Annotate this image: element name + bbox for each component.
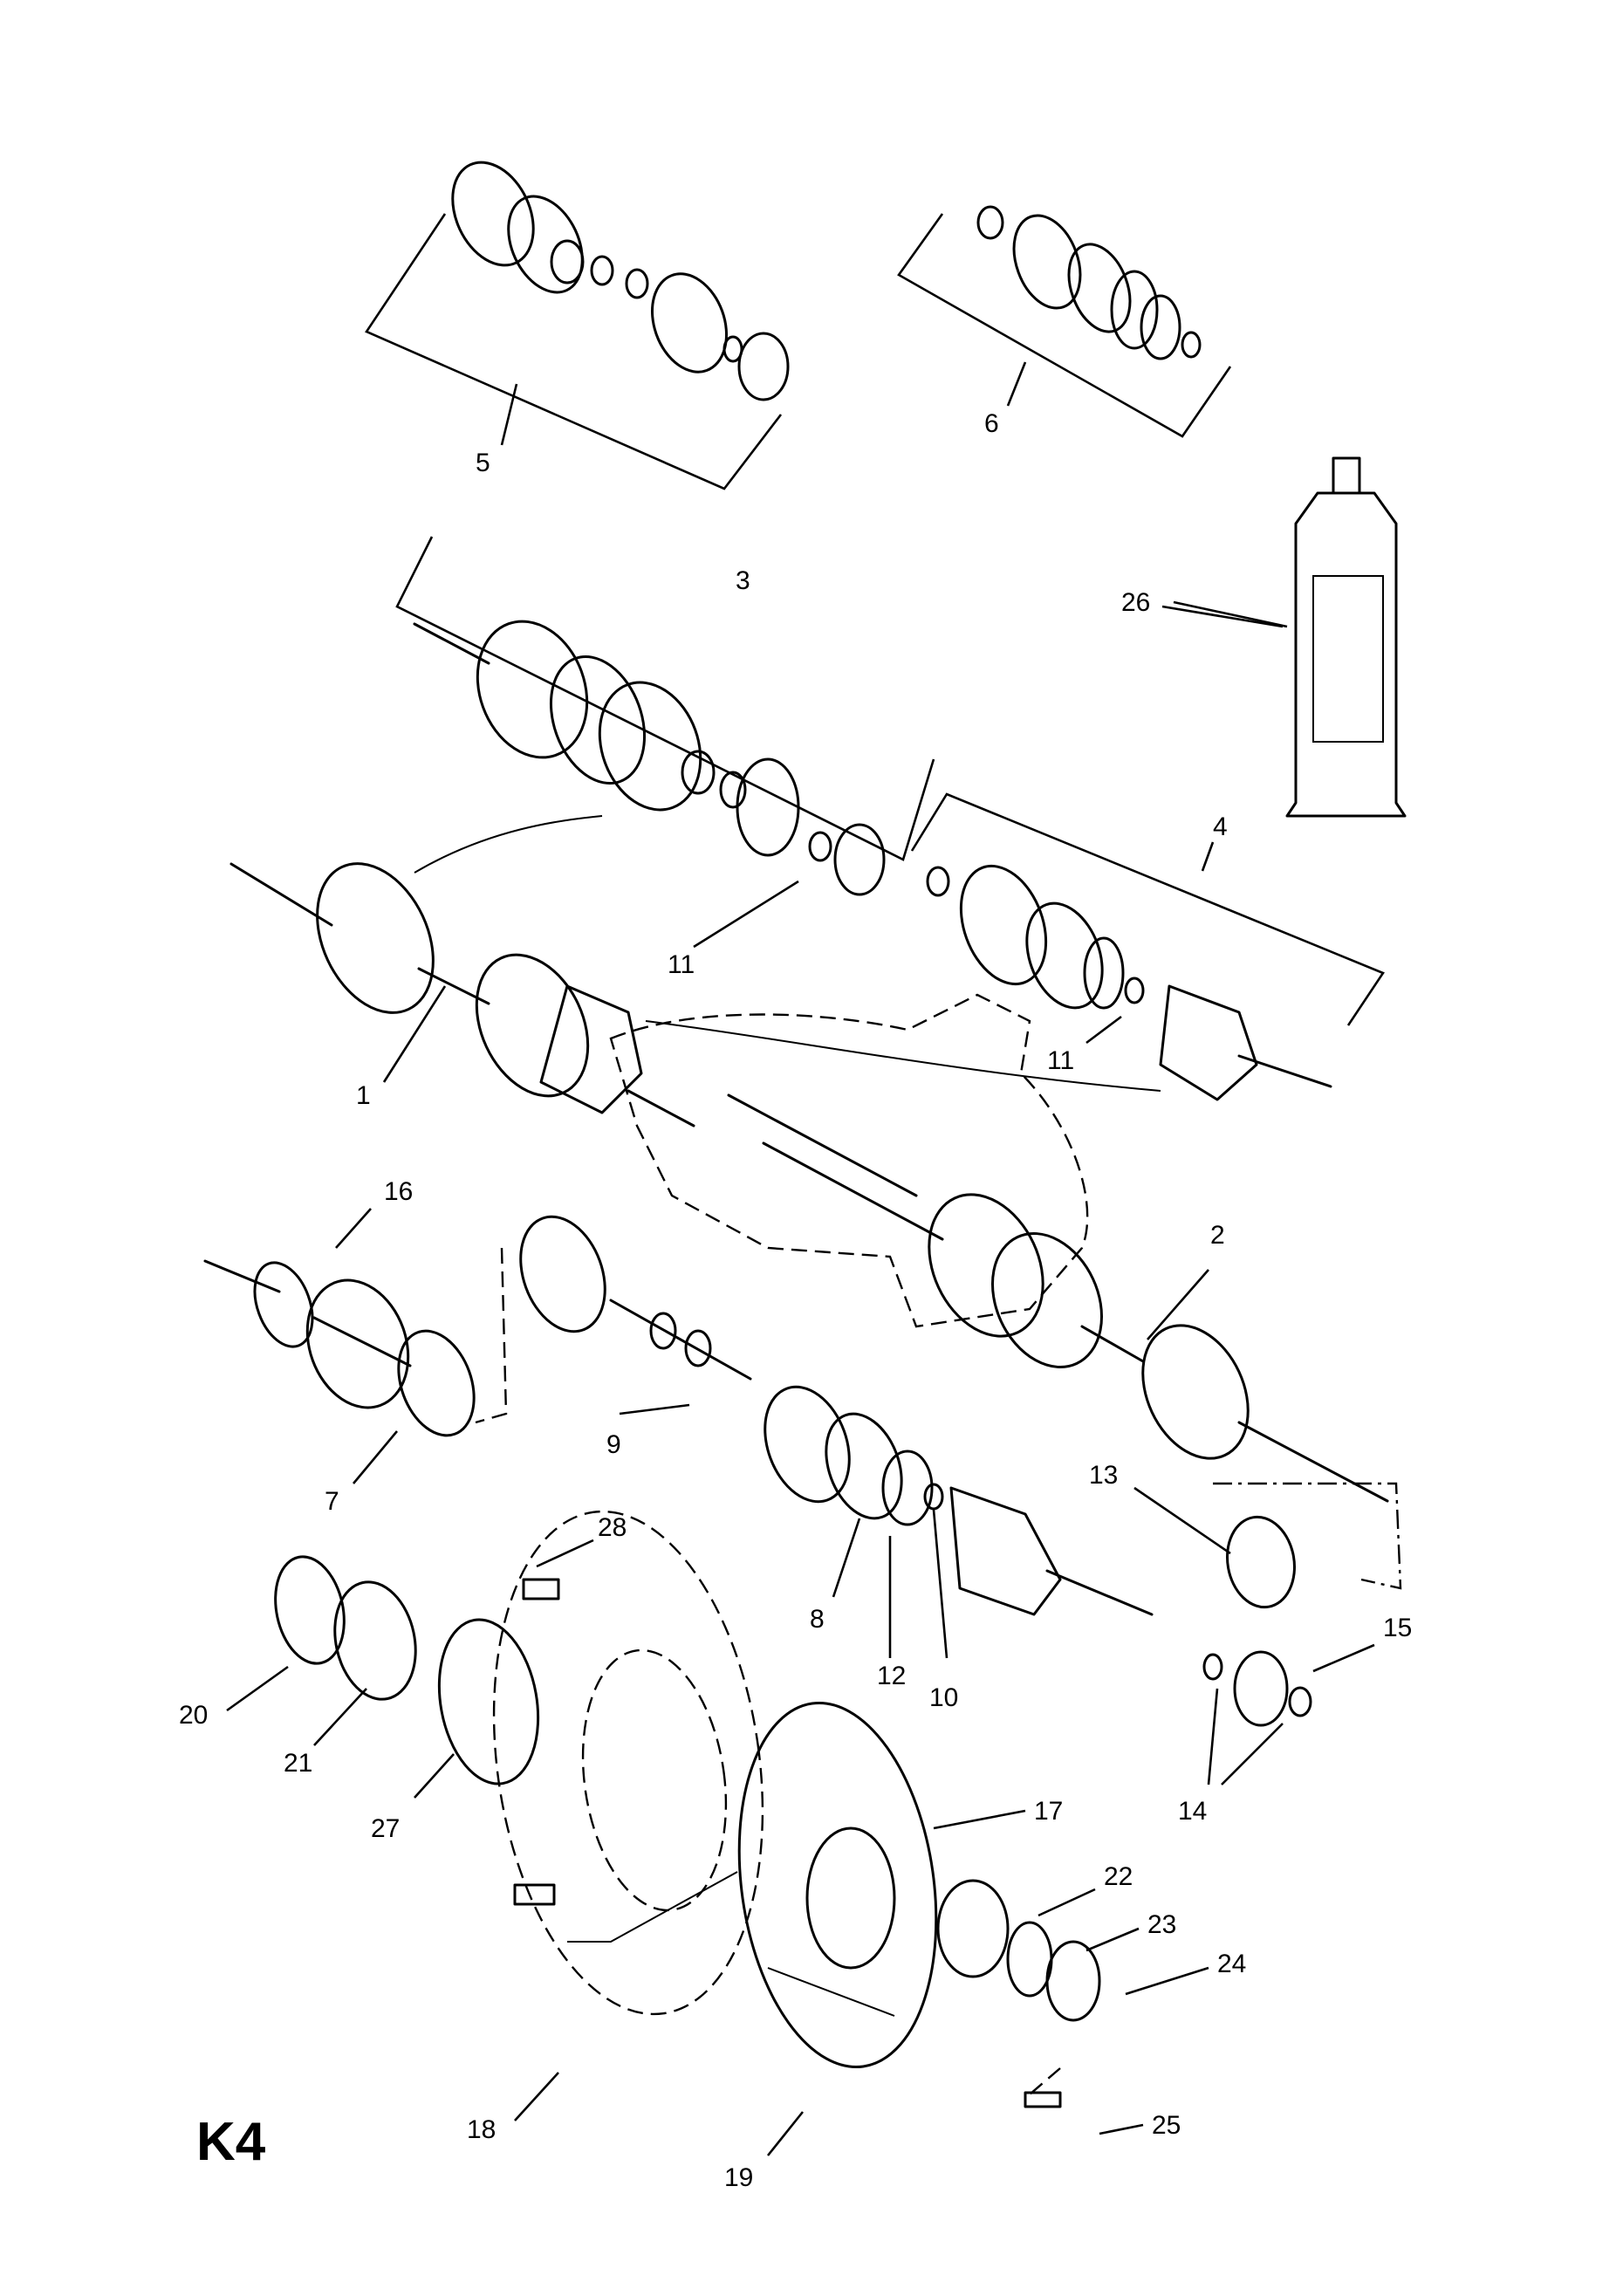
callout-18: 18 bbox=[467, 2115, 496, 2144]
callout-27: 27 bbox=[371, 1814, 400, 1843]
callout-11a: 11 bbox=[668, 950, 695, 979]
wheel-bearings bbox=[274, 1555, 417, 1701]
callout-5: 5 bbox=[476, 449, 490, 477]
joint-boot-and-shaft bbox=[475, 1215, 752, 1424]
callout-2: 2 bbox=[1210, 1221, 1225, 1250]
callout-7: 7 bbox=[325, 1487, 339, 1516]
callout-15: 15 bbox=[1383, 1614, 1412, 1642]
callout-leaders bbox=[226, 361, 1375, 2156]
cv-joint-kit-inner bbox=[910, 792, 1385, 1101]
callout-25: 25 bbox=[1152, 2111, 1181, 2140]
callout-9: 9 bbox=[606, 1430, 621, 1459]
drive-shaft-right bbox=[727, 1093, 1402, 1590]
page-label: K4 bbox=[196, 2112, 266, 2172]
callout-16: 16 bbox=[384, 1177, 413, 1206]
callout-17: 17 bbox=[1034, 1797, 1063, 1826]
callout-26: 26 bbox=[1121, 588, 1150, 617]
callout-23: 23 bbox=[1147, 1910, 1176, 1939]
hub-bearing-set bbox=[936, 1879, 1101, 2108]
seal-and-retaining-rings bbox=[1202, 1515, 1312, 1727]
grease-tube bbox=[1285, 456, 1407, 818]
drive-shaft-left bbox=[229, 815, 695, 1127]
callout-1: 1 bbox=[356, 1081, 371, 1110]
callout-3: 3 bbox=[736, 566, 750, 595]
callout-10: 10 bbox=[929, 1683, 958, 1712]
abs-ring-and-bolt bbox=[437, 1578, 560, 1785]
callout-11b: 11 bbox=[1047, 1046, 1074, 1075]
callout-8: 8 bbox=[810, 1605, 825, 1634]
callout-4: 4 bbox=[1213, 812, 1228, 841]
inner-joint-assembly bbox=[764, 1385, 1154, 1616]
callout-22: 22 bbox=[1104, 1862, 1133, 1891]
callout-12: 12 bbox=[877, 1662, 906, 1690]
boot-kit-outer bbox=[365, 161, 790, 490]
differential-housing bbox=[609, 993, 1161, 1328]
cv-joint-kit-outer bbox=[395, 536, 935, 896]
callout-19: 19 bbox=[724, 2163, 753, 2192]
callout-numbers: 1 2 3 4 5 6 7 8 9 10 11 11 12 13 14 15 1… bbox=[179, 409, 1412, 2192]
callout-20: 20 bbox=[179, 1701, 208, 1730]
callout-6: 6 bbox=[984, 409, 999, 438]
intermediate-shaft bbox=[203, 1259, 476, 1437]
callout-28: 28 bbox=[598, 1513, 627, 1542]
brake-disc-and-hub bbox=[492, 1510, 938, 2069]
callout-13: 13 bbox=[1089, 1461, 1118, 1490]
callout-24: 24 bbox=[1217, 1950, 1246, 1978]
boot-kit-inner bbox=[897, 205, 1232, 438]
callout-14: 14 bbox=[1178, 1797, 1207, 1826]
callout-21: 21 bbox=[284, 1749, 312, 1778]
